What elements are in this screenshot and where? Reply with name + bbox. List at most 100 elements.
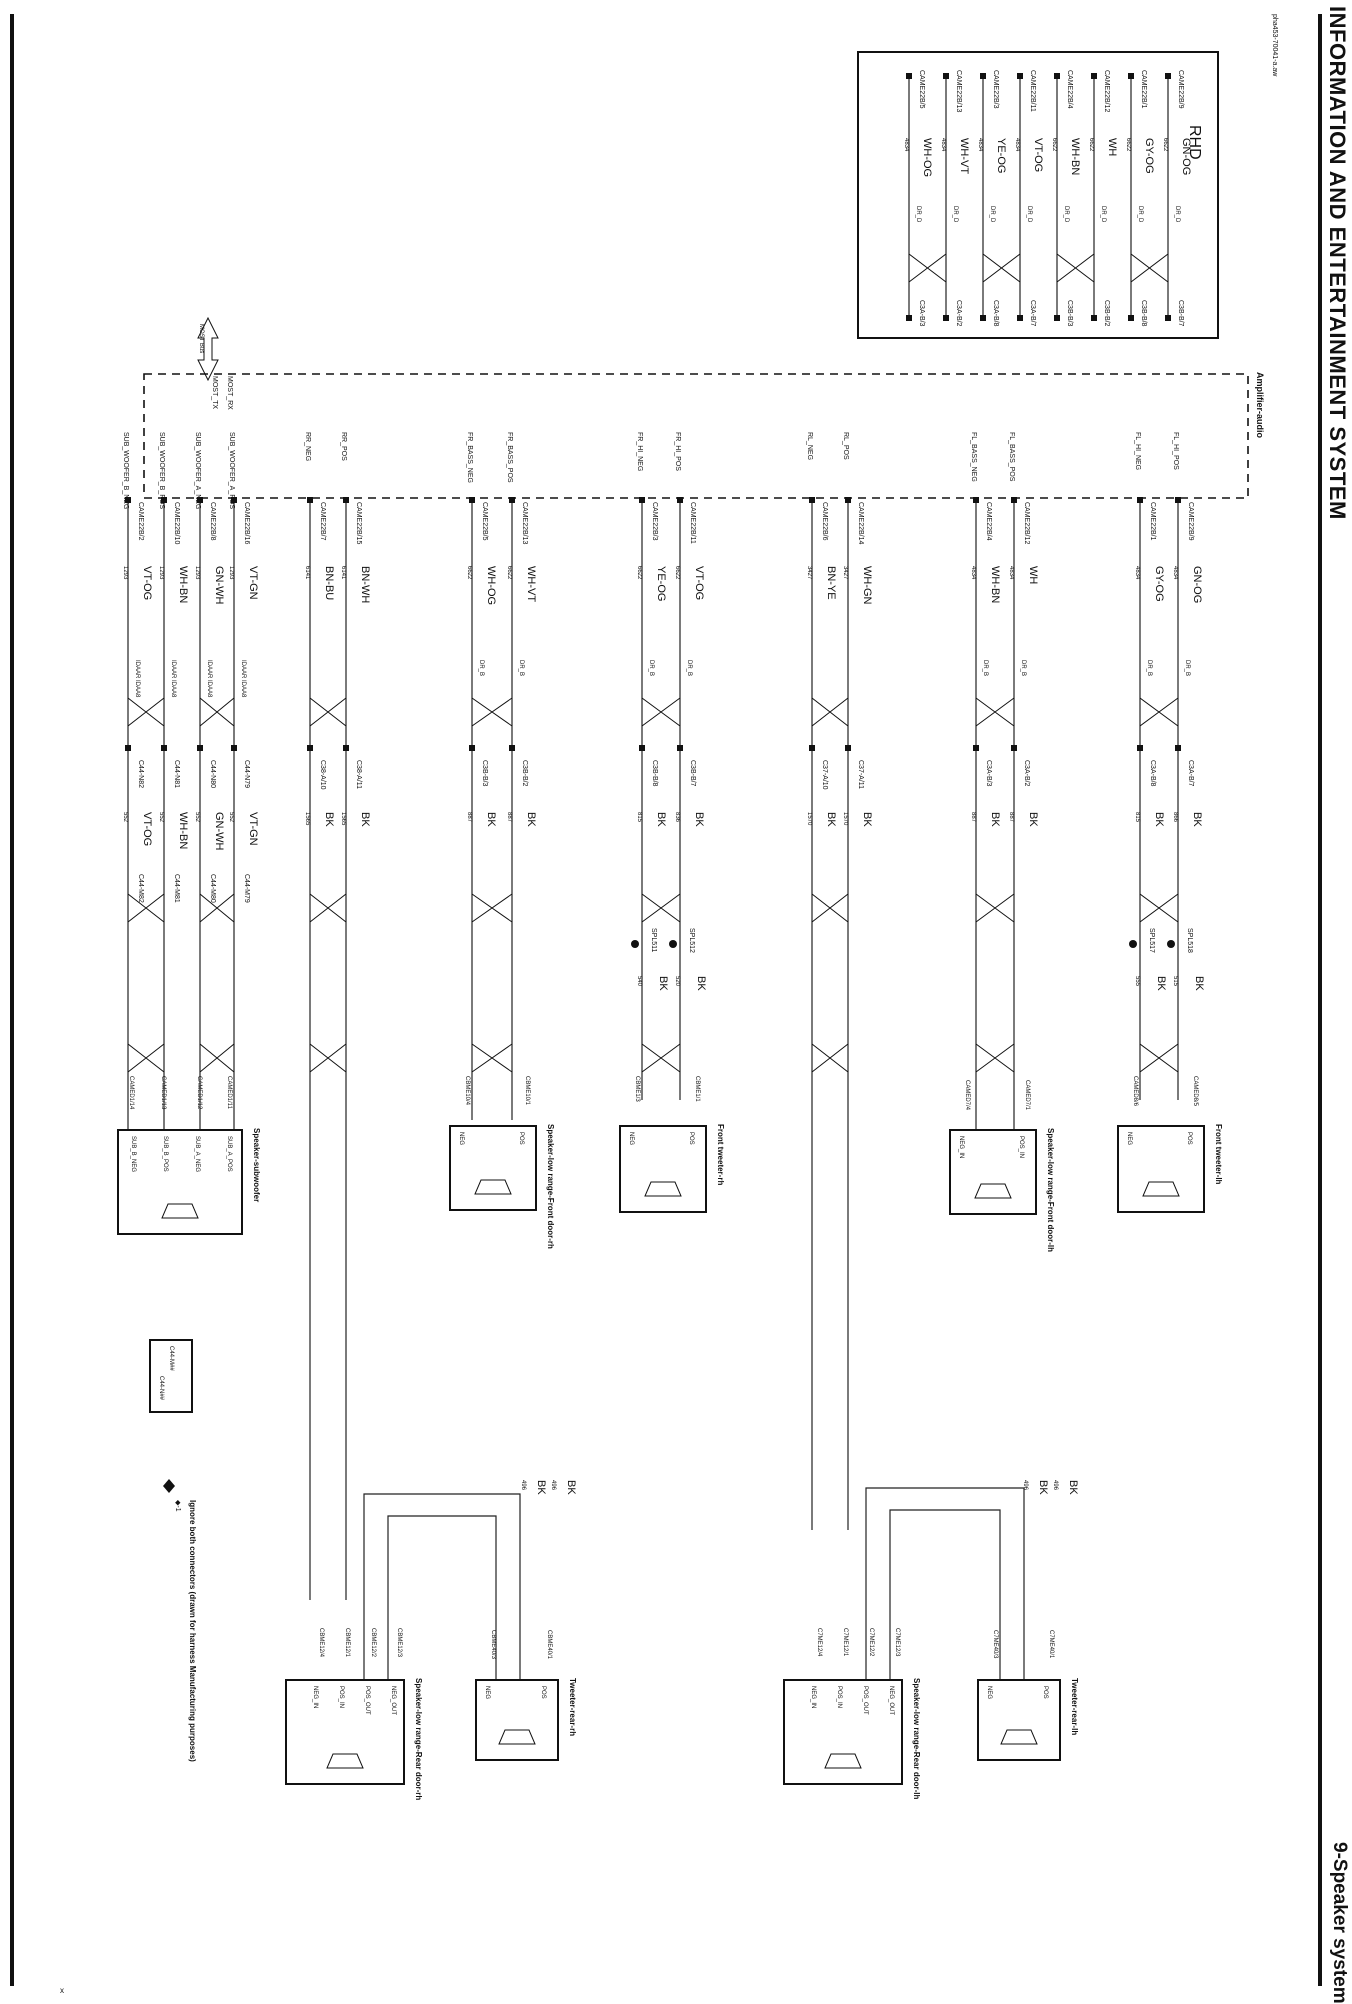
inline-pin <box>845 745 851 751</box>
inline-pin <box>1011 745 1017 751</box>
inline-connector-2-label: C44-M79 <box>243 874 250 903</box>
rhd-pin <box>980 315 986 321</box>
component-name: Speaker-subwoofer <box>252 1128 261 1202</box>
rhd-pin <box>1128 73 1134 79</box>
wire-twist <box>309 697 347 727</box>
rhd-table-frame <box>857 51 1219 339</box>
rhd-spec: DR_D <box>952 206 958 223</box>
connector-label: CAME22B/6 <box>821 502 828 541</box>
rear-wire-circuit: 496 <box>1022 1480 1028 1491</box>
inline-pin <box>1137 745 1143 751</box>
rhd-pin <box>906 315 912 321</box>
signal-label: RL_POS <box>842 432 849 460</box>
inline-connector-label: C38-A/11 <box>355 760 362 789</box>
splice-wire-label: BK <box>1155 976 1167 991</box>
connector-label: CAME22B/14 <box>857 502 864 545</box>
rhd-connector-left: CAME22B/11 <box>1029 70 1036 112</box>
component-connector: C7ME12/4 <box>816 1628 822 1657</box>
speaker-icon <box>824 1753 862 1769</box>
wire-spec-label: IDAAR IDAA8 <box>134 660 140 698</box>
wire-spec-label: DR_B <box>982 660 988 676</box>
inline-pin <box>1175 745 1181 751</box>
component-name: Speaker-low range-Rear door-lh <box>912 1678 921 1799</box>
amp-pin <box>973 497 979 503</box>
rear-wire-color: BK <box>535 1480 547 1495</box>
component-pin: NEG_OUT <box>390 1686 396 1715</box>
component-pin-neg: NEG <box>484 1686 490 1699</box>
component-connector-neg: CAMED7/4 <box>964 1080 970 1111</box>
circuit-number-label: 4834 <box>970 566 976 580</box>
rhd-connector-left: CAME22B/12 <box>1103 70 1110 113</box>
inline-pin <box>125 745 131 751</box>
splice-dot-icon <box>631 940 639 948</box>
rhd-pin <box>1165 315 1171 321</box>
rhd-wire-color: VT-OG <box>1032 138 1044 172</box>
rhd-wire-color: GY-OG <box>1143 138 1155 174</box>
inline-pin <box>343 745 349 751</box>
wire-spec-label: DR_B <box>1146 660 1152 676</box>
ground-wire-label: BK <box>861 812 873 827</box>
connector-label: CAME22B/4 <box>985 502 992 541</box>
circuit-number-label: 3427 <box>842 566 848 580</box>
rhd-spec: DR_D <box>1137 206 1143 223</box>
component-name: Front tweeter-lh <box>1214 1124 1223 1185</box>
wire-twist <box>309 1043 347 1073</box>
wire-color-label: BN-WH <box>359 566 371 603</box>
circuit-number-label: 6622 <box>636 566 642 580</box>
wire-color-label: VT-GN <box>247 566 259 600</box>
sub-connector: CAMED1/12 <box>196 1076 202 1110</box>
rhd-spec: DR_D <box>989 206 995 223</box>
component-frame <box>475 1679 559 1761</box>
rhd-wire-color: YE-OG <box>995 138 1007 173</box>
connector-label: CAME22B/1 <box>1149 502 1156 541</box>
page-border-left <box>10 14 14 1986</box>
component-pin-neg: NEG <box>628 1132 634 1145</box>
ground-circuit-label: 887 <box>466 812 472 823</box>
component-name: Speaker-low range-Front door-rh <box>546 1124 555 1249</box>
wire-twist <box>471 1043 513 1073</box>
ground-circuit-label: 1570 <box>806 812 812 826</box>
circuit-number-label: 6141 <box>304 566 310 580</box>
rhd-spec: DR_D <box>1100 206 1106 223</box>
legend-connector-b: C44-N## <box>158 1376 164 1401</box>
wire-twist <box>471 697 513 727</box>
wire-twist <box>975 893 1015 923</box>
circuit-number-label: 4834 <box>1008 566 1014 580</box>
wire-twist <box>1139 1043 1179 1073</box>
component-frame <box>117 1129 243 1235</box>
signal-label: FL_HI_NEG <box>1134 432 1141 470</box>
splice-label: SPL511 <box>650 928 657 952</box>
inline-connector-label: C44-N80 <box>209 760 216 788</box>
component-connector: CBME12/2 <box>370 1628 376 1658</box>
connector-label: CAME22B/7 <box>319 502 326 541</box>
amp-pin <box>343 497 349 503</box>
wire-color-label: GY-OG <box>1153 566 1165 602</box>
wire-color-label: GN-WH <box>213 566 225 605</box>
ground-wire-label: GN-WH <box>213 812 225 851</box>
most-bus-label: MOST Bus <box>198 324 204 353</box>
wire-spec-label: IDAAR IDAA8 <box>240 660 246 698</box>
speaker-icon <box>474 1179 512 1195</box>
rear-rh-loop <box>387 1515 497 1690</box>
sub-pin: SUB_B_POS <box>162 1136 168 1172</box>
inline-pin <box>639 745 645 751</box>
ground-circuit-label: 815 <box>636 812 642 823</box>
amp-pin <box>231 497 237 503</box>
rhd-twist <box>908 253 947 283</box>
splice-label: SPL512 <box>688 928 695 953</box>
wire-twist <box>975 1043 1015 1073</box>
ground-wire-label: WH-BN <box>177 812 189 849</box>
circuit-number-label: 6141 <box>340 566 346 580</box>
component-pin-pos: POS <box>688 1132 694 1145</box>
component-connector-neg: CBME40/3 <box>490 1630 496 1660</box>
ground-wire-label: BK <box>1191 812 1203 827</box>
most-rx-label: MOST_RX <box>226 376 233 410</box>
amp-pin <box>307 497 313 503</box>
inline-connector-2-label: C44-M82 <box>137 874 144 903</box>
circuit-number-label: 1293 <box>122 566 128 580</box>
amp-pin <box>1175 497 1181 503</box>
rhd-wire-color: WH-VT <box>958 138 970 174</box>
ground-circuit-label: 815 <box>1134 812 1140 823</box>
inline-connector-label: C3B-B/7 <box>689 760 696 787</box>
wire-spec-label: IDAAR IDAA8 <box>206 660 212 698</box>
